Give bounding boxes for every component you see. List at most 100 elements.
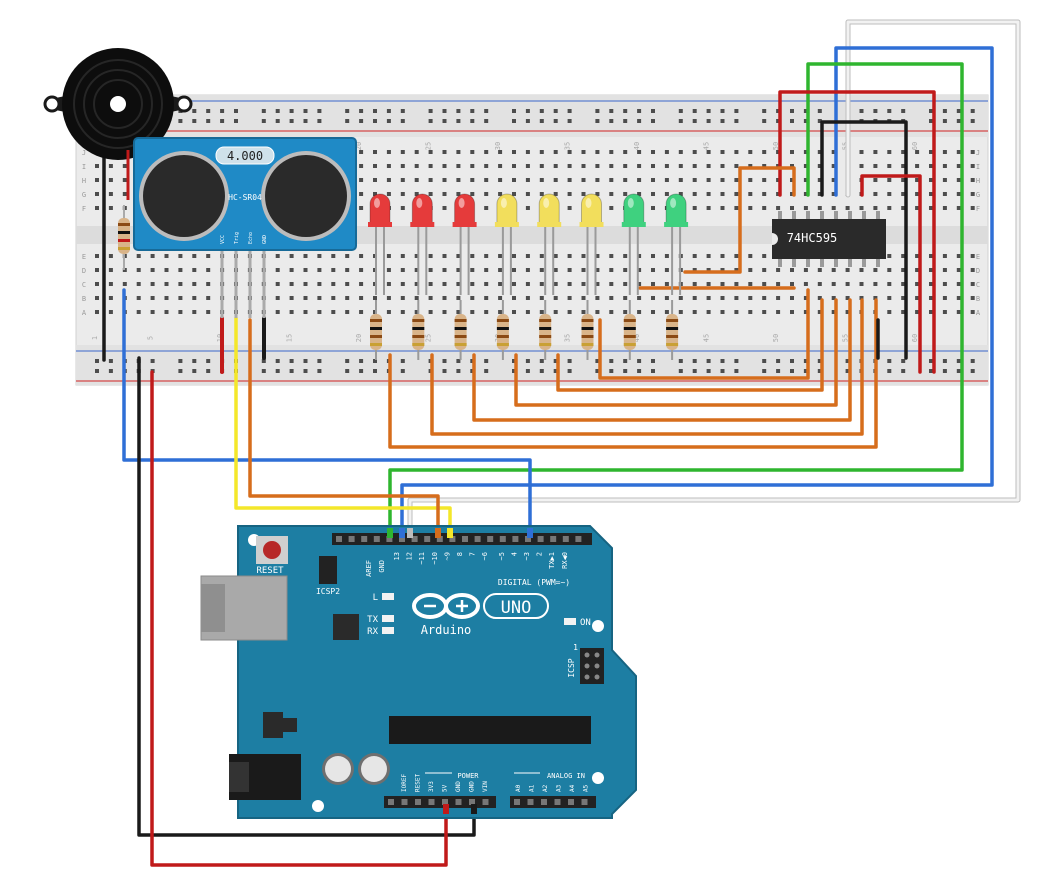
analog-pin-label: A0 (515, 784, 522, 792)
column-number: 20 (355, 334, 363, 342)
power-label: POWER (457, 772, 479, 780)
icsp2-header (319, 556, 337, 584)
led-yellow (537, 193, 562, 295)
analog-pin-label: A2 (542, 784, 549, 792)
analog-pin-label: A4 (569, 784, 576, 792)
piezo-buzzer (43, 48, 193, 200)
column-number: 35 (564, 334, 572, 342)
led-resistor (581, 300, 594, 360)
power-pin-label: VIN (482, 781, 489, 792)
sensor-pin-label: Echo (248, 232, 254, 244)
digital-pin-label: 2 (536, 552, 544, 556)
wire-orange-q7 (388, 298, 878, 449)
column-number: 50 (772, 334, 780, 342)
buzzer-resistor (118, 205, 130, 270)
row-letter: I (976, 163, 980, 171)
digital-pin-label: 13 (393, 552, 401, 560)
row-letter: F (976, 205, 980, 213)
column-number: 25 (425, 334, 433, 342)
power-pin-label: 5V (442, 784, 449, 792)
column-number: 50 (772, 142, 780, 150)
led-resistor (666, 300, 679, 360)
uno-logo-text: UNO (501, 598, 532, 618)
power-pin-label: IOREF (401, 774, 408, 792)
reset-button-cap[interactable] (263, 541, 281, 559)
digital-pin-label: ~3 (523, 552, 531, 560)
reset-label: RESET (256, 566, 284, 576)
mount-hole (592, 772, 604, 784)
row-letter: E (976, 253, 980, 261)
wire-yellow-trig (234, 316, 452, 535)
arduino-brand-text: Arduino (421, 623, 472, 637)
analog-pin-labels: A0 A1 A2 A3 A4 A5 (515, 784, 590, 792)
led-red (410, 193, 435, 295)
sensor-display-text: 4.000 (227, 149, 263, 163)
power-pin-label: 3V3 (428, 781, 435, 792)
digital-pin-label: 7 (469, 552, 477, 556)
power-header (384, 796, 496, 808)
digital-pin-label: ~6 (481, 552, 489, 560)
led-green (664, 193, 689, 295)
column-number: 1 (91, 336, 99, 340)
aref-label: AREF (365, 560, 373, 577)
column-number: 20 (355, 142, 363, 150)
atmega-chip (389, 716, 591, 744)
row-letter: D (976, 267, 980, 275)
row-letter: B (82, 295, 86, 303)
column-number: 15 (286, 334, 294, 342)
row-letter: C (82, 281, 86, 289)
led-resistor (454, 300, 467, 360)
column-number: 40 (633, 334, 641, 342)
led-red (452, 193, 477, 295)
led-resistor (496, 300, 509, 360)
row-letter: C (976, 281, 980, 289)
led-tx-label: TX (367, 615, 378, 625)
header-wire-tips (387, 528, 533, 814)
column-number: 60 (911, 142, 919, 150)
led-resistor (623, 300, 636, 360)
shift-register-chip: 74HC595 (772, 211, 886, 267)
digital-pin-label: 12 (406, 552, 414, 560)
wire-orange-q0 (683, 166, 796, 274)
column-number: 60 (911, 334, 919, 342)
led-resistor (539, 300, 552, 360)
column-number: 45 (703, 334, 711, 342)
column-number: 40 (633, 142, 641, 150)
sensor-pin-label: Trig (234, 232, 240, 244)
row-letter: I (82, 163, 86, 171)
sensor-pin-label: VCC (220, 235, 226, 244)
regulator (263, 712, 283, 738)
usb-chip (333, 614, 359, 640)
analog-pin-label: A1 (529, 784, 536, 792)
wire-blue-clock (400, 46, 994, 535)
wire-black-gnd-main (137, 356, 476, 837)
wire-orange-echo (248, 318, 440, 535)
analog-label: ANALOG IN (547, 772, 585, 780)
arduino-logo: UNO Arduino (412, 593, 549, 637)
digital-pin-label: 8 (456, 552, 464, 556)
led-red (368, 193, 392, 295)
wire-red-vcc-top (778, 90, 936, 374)
power-pin-label: GND (469, 781, 476, 792)
wire-green-latch (388, 62, 964, 535)
wire-blue-buzzer (122, 288, 532, 535)
on-label: ON (580, 618, 591, 628)
row-letter: J (82, 149, 86, 157)
analog-pin-label: A5 (583, 784, 590, 792)
led-yellow (579, 193, 604, 295)
icsp-label: ICSP (567, 658, 576, 677)
row-letter: D (82, 267, 86, 275)
wire-black-gnd-top (820, 120, 908, 360)
column-number: 25 (425, 142, 433, 150)
column-number: 35 (564, 142, 572, 150)
row-letter: A (976, 309, 981, 317)
analog-pin-label: A3 (556, 784, 563, 792)
row-letter: H (82, 177, 86, 185)
led-yellow (494, 193, 519, 295)
digital-pin-label: RX◀0 (561, 552, 569, 569)
column-number: 45 (703, 142, 711, 150)
